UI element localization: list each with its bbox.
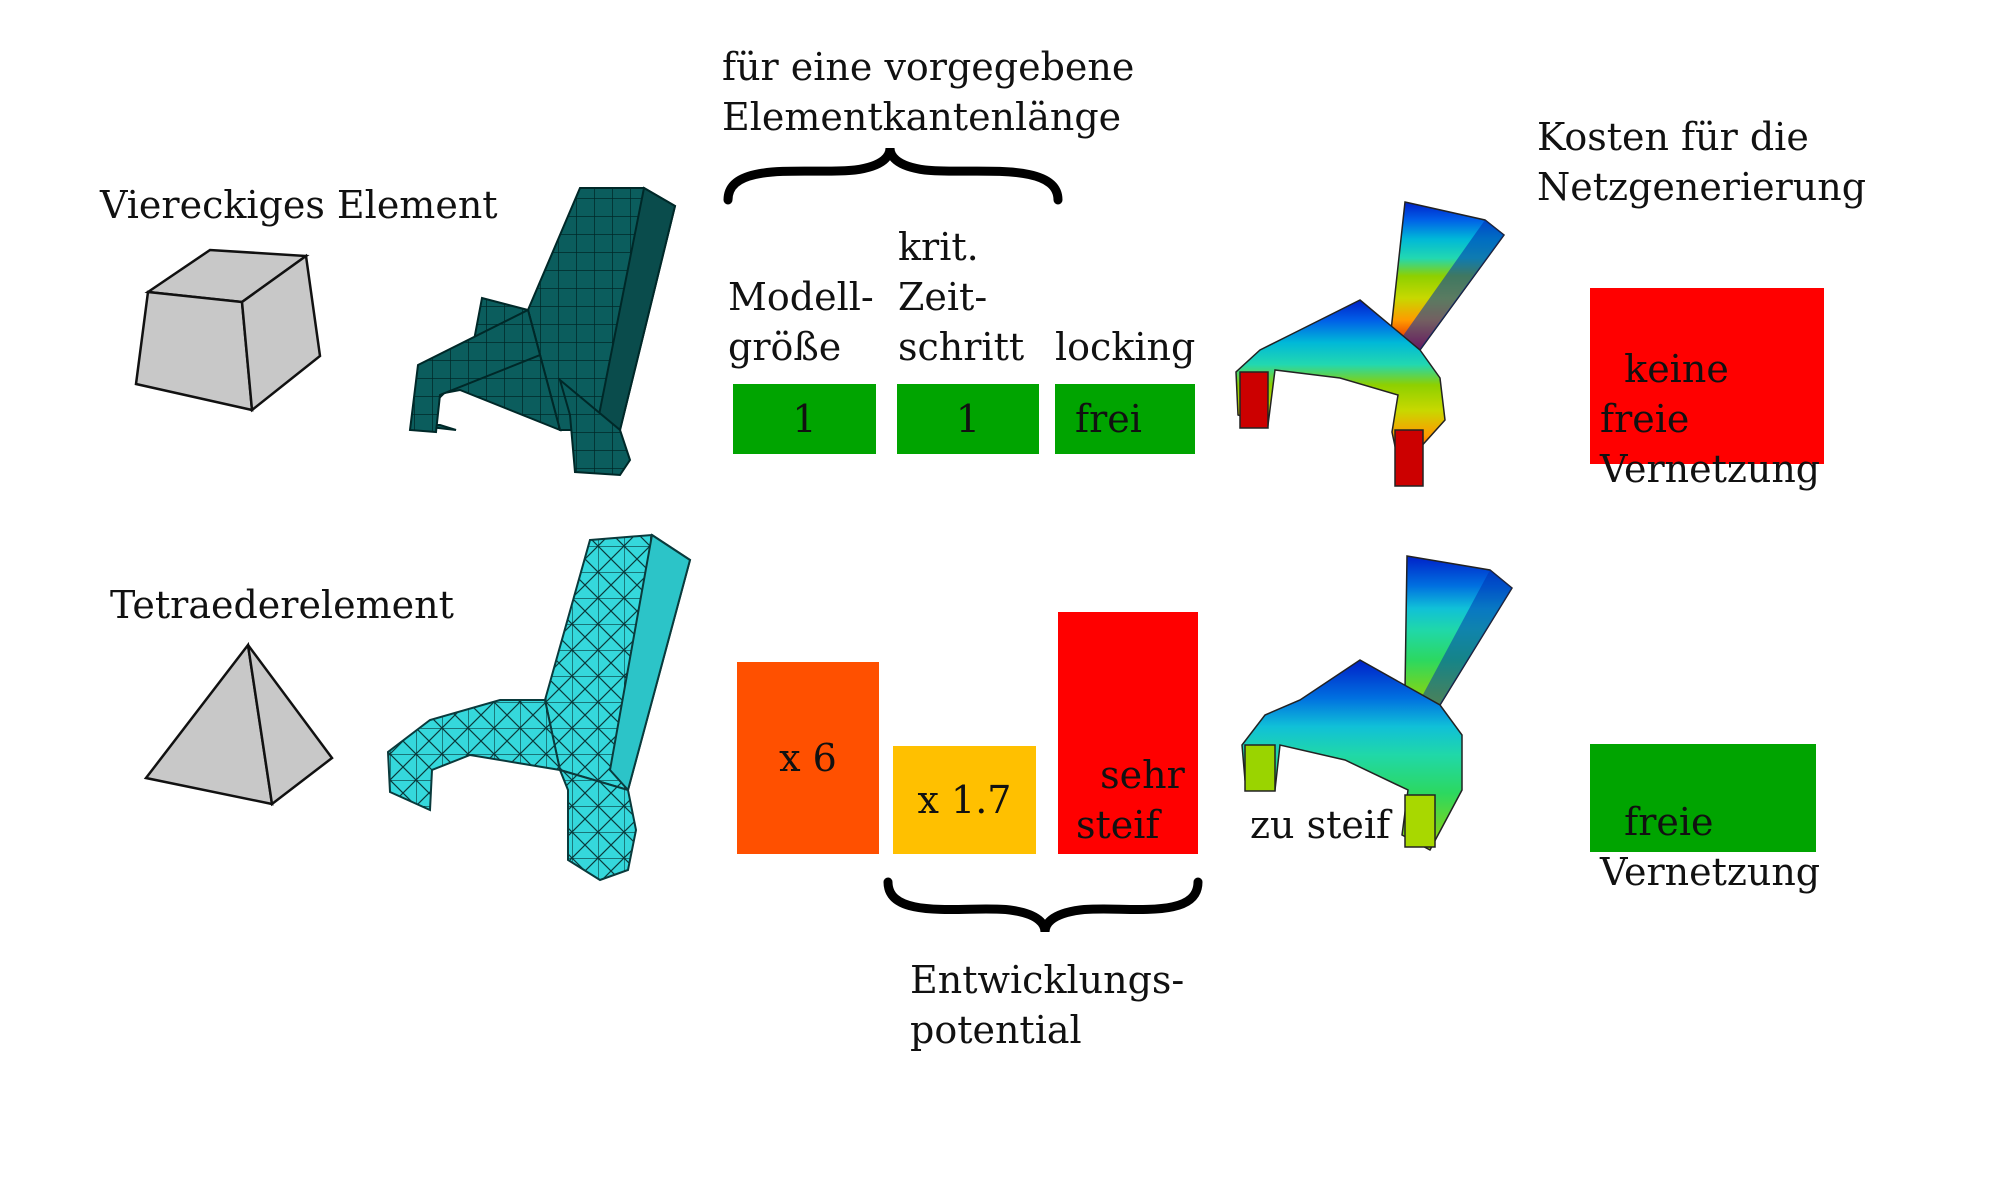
tet-mesh-cost-box: freie Vernetzung <box>1590 744 1820 894</box>
critical-timestep-header: krit. Zeit- schritt <box>898 225 1025 369</box>
quad-mesh-cost-value: keine freie Vernetzung <box>1600 347 1821 491</box>
tet-mesh-wrench-model <box>386 533 692 882</box>
hexahedron-solid-icon <box>134 248 322 413</box>
mesh-cost-header: Kosten für die Netzgenerierung <box>1537 115 1867 209</box>
bottom-brace-label: Entwicklungs- potential <box>910 958 1185 1052</box>
too-stiff-note: zu steif <box>1250 803 1391 847</box>
quad-model-size-value: 1 <box>792 397 817 441</box>
hex-mesh-wrench-model <box>408 186 677 477</box>
quad-model-size-box: 1 <box>733 384 876 454</box>
top-curly-brace <box>723 147 1063 205</box>
tet-model-size-box: x 6 <box>737 662 879 854</box>
top-brace-label: für eine vorgegebene Elementkantenlänge <box>722 45 1135 139</box>
tet-locking-value: sehr steif <box>1076 753 1185 847</box>
quad-stress-result-model <box>1235 201 1506 487</box>
quad-locking-box: frei <box>1055 384 1195 454</box>
bottom-curly-brace <box>883 877 1203 933</box>
tet-timestep-box: x 1.7 <box>893 746 1036 854</box>
tetrahedron-solid-icon <box>143 641 334 807</box>
quad-element-label: Viereckiges Element <box>100 183 498 227</box>
quad-locking-value: frei <box>1075 397 1142 441</box>
model-size-header: Modell- größe <box>728 275 874 369</box>
locking-header: locking <box>1055 325 1196 369</box>
tet-element-label: Tetraederelement <box>110 583 454 627</box>
quad-timestep-value: 1 <box>955 397 981 441</box>
tet-timestep-value: x 1.7 <box>917 778 1012 822</box>
tet-stress-result-model <box>1241 555 1513 852</box>
tet-locking-box: sehr steif <box>1058 612 1198 854</box>
tet-model-size-value: x 6 <box>779 736 837 780</box>
quad-timestep-box: 1 <box>897 384 1039 454</box>
tet-mesh-cost-value: freie Vernetzung <box>1600 800 1821 894</box>
quad-mesh-cost-box: keine freie Vernetzung <box>1590 288 1824 491</box>
